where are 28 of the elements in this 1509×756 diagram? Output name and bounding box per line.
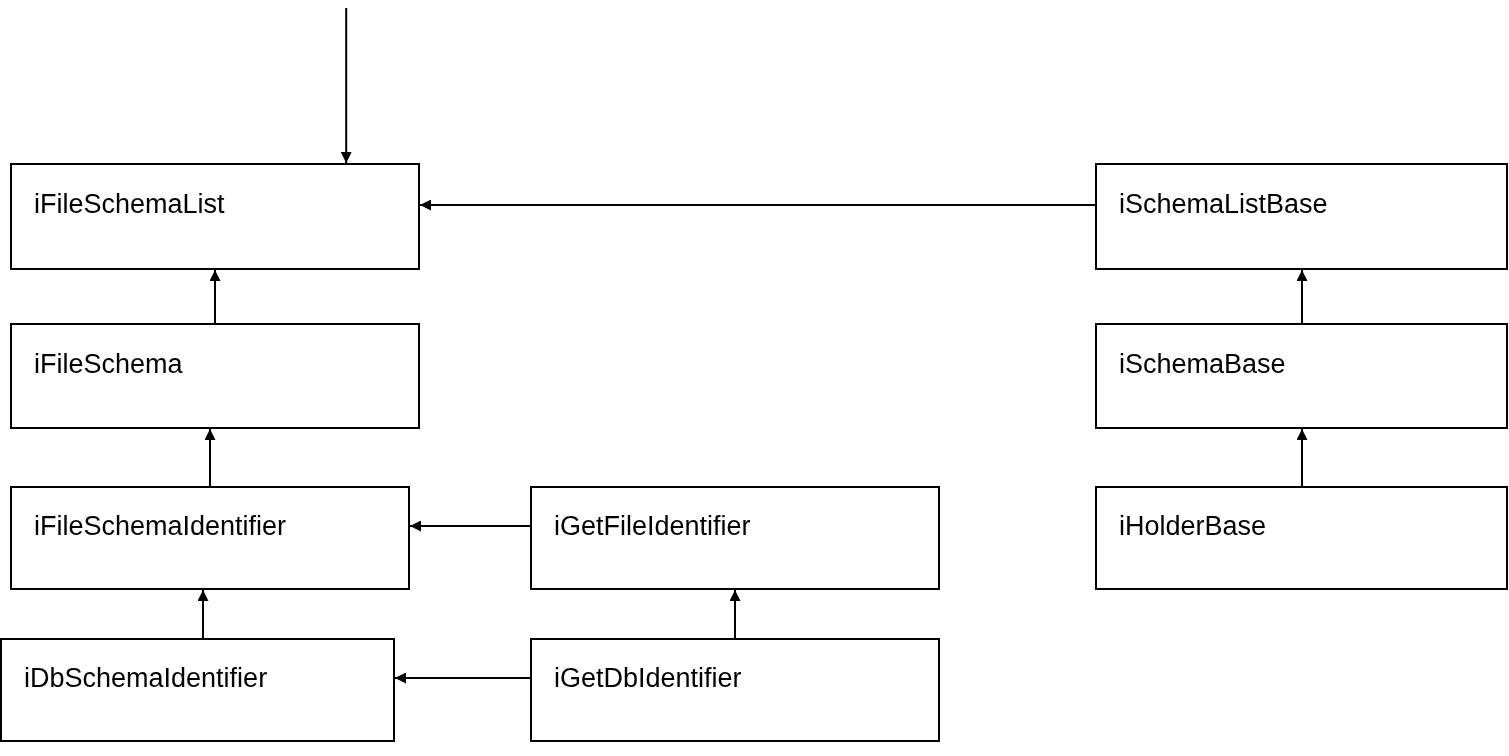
class-name: iFileSchemaIdentifier xyxy=(34,510,287,542)
class-box xyxy=(530,486,940,590)
class-name: iSchemaBase xyxy=(1119,348,1286,380)
class-name: iSchemaListBase xyxy=(1119,189,1328,220)
arrow xyxy=(340,7,352,164)
class-name: iFileSchemaList xyxy=(34,189,225,220)
arrow xyxy=(1296,269,1308,324)
arrow xyxy=(409,520,531,532)
class-name: iGetDbIdentifier xyxy=(554,662,742,694)
arrow xyxy=(197,589,209,639)
class-name: iFileSchema xyxy=(34,348,183,380)
class-box xyxy=(530,638,940,742)
class-name: iDbSchemaIdentifier xyxy=(24,662,268,694)
class-box xyxy=(10,163,420,270)
arrow xyxy=(729,589,741,639)
class-box xyxy=(10,486,410,590)
arrow xyxy=(419,199,1096,211)
arrow xyxy=(204,428,216,487)
class-name: iGetFileIdentifier xyxy=(554,510,751,542)
class-box xyxy=(1095,323,1508,429)
arrow xyxy=(394,672,531,684)
class-box xyxy=(1095,163,1508,270)
class-name: iHolderBase xyxy=(1119,510,1267,542)
arrow xyxy=(1296,428,1308,487)
class-box xyxy=(10,323,420,429)
class-box xyxy=(1095,486,1508,590)
class-box xyxy=(0,638,395,742)
arrow xyxy=(209,269,221,324)
